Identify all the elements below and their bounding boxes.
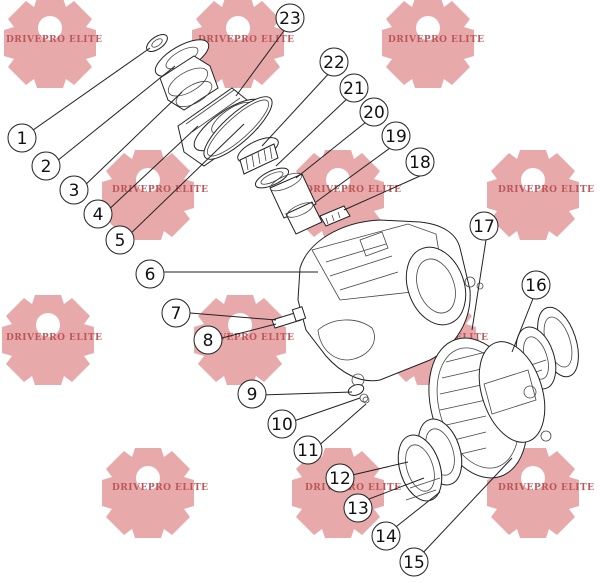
svg-text:14: 14 xyxy=(375,527,397,547)
callout-4: 4 xyxy=(83,199,113,229)
watermark-label: DRIVEPRO ELITE xyxy=(388,35,485,45)
callout-3: 3 xyxy=(59,175,89,205)
watermark-label: DRIVEPRO ELITE xyxy=(498,185,595,195)
watermark-label: DRIVEPRO ELITE xyxy=(305,185,402,195)
callout-23: 23 xyxy=(275,3,305,33)
callout-19: 19 xyxy=(381,121,411,151)
callout-1: 1 xyxy=(7,123,37,153)
callout-21: 21 xyxy=(339,73,369,103)
parts-layer xyxy=(146,34,579,502)
callout-13: 13 xyxy=(343,493,373,523)
watermark-gear xyxy=(487,150,579,240)
svg-text:2: 2 xyxy=(41,157,52,177)
part-spacer-ring xyxy=(254,167,290,189)
part-pinion-shaft xyxy=(319,205,351,227)
svg-text:21: 21 xyxy=(343,79,365,99)
svg-text:23: 23 xyxy=(279,9,301,29)
svg-text:4: 4 xyxy=(93,205,104,225)
svg-text:18: 18 xyxy=(409,153,431,173)
part-nut xyxy=(146,34,168,52)
callout-16: 16 xyxy=(521,270,551,300)
callout-9: 9 xyxy=(237,379,267,409)
watermark-label: DRIVEPRO ELITE xyxy=(6,35,103,45)
part-drain-plug xyxy=(347,384,369,403)
part-o-ring xyxy=(203,96,273,160)
svg-text:8: 8 xyxy=(203,331,214,351)
callout-11: 11 xyxy=(293,435,323,465)
callout-17: 17 xyxy=(469,211,499,241)
watermark-label: DRIVEPRO ELITE xyxy=(6,333,103,343)
callout-6: 6 xyxy=(135,259,165,289)
callout-7: 7 xyxy=(161,298,191,328)
svg-text:11: 11 xyxy=(297,441,319,461)
svg-text:1: 1 xyxy=(17,129,28,149)
callout-22: 22 xyxy=(319,47,349,77)
svg-text:22: 22 xyxy=(323,53,345,73)
watermark-label: DRIVEPRO ELITE xyxy=(198,35,295,45)
svg-text:20: 20 xyxy=(363,103,385,123)
watermark-label: DRIVEPRO ELITE xyxy=(198,333,295,343)
svg-text:16: 16 xyxy=(525,276,547,296)
part-small-pin xyxy=(362,282,484,404)
svg-text:12: 12 xyxy=(329,469,351,489)
watermark-label: DRIVEPRO ELITE xyxy=(498,483,595,493)
svg-text:10: 10 xyxy=(271,415,293,435)
watermark-label: DRIVEPRO ELITE xyxy=(112,185,209,195)
svg-text:5: 5 xyxy=(115,231,126,251)
callout-10: 10 xyxy=(267,409,297,439)
leader-lines xyxy=(25,27,535,557)
svg-text:7: 7 xyxy=(171,304,182,324)
svg-text:6: 6 xyxy=(145,265,156,285)
callout-2: 2 xyxy=(31,151,61,181)
svg-text:17: 17 xyxy=(473,217,495,237)
part-left-bearing-set xyxy=(397,418,463,502)
watermark-gear xyxy=(102,448,194,538)
svg-text:13: 13 xyxy=(347,499,369,519)
callout-5: 5 xyxy=(105,225,135,255)
callout-bubbles: 1 2 3 4 5 6 7 8 xyxy=(7,3,551,577)
callout-20: 20 xyxy=(359,97,389,127)
part-tapered-bearing xyxy=(237,137,279,175)
part-bolt xyxy=(271,306,307,329)
callout-14: 14 xyxy=(371,521,401,551)
svg-text:15: 15 xyxy=(403,553,425,573)
part-flange xyxy=(159,55,219,111)
callout-8: 8 xyxy=(193,325,223,355)
part-housing xyxy=(297,219,476,387)
svg-text:9: 9 xyxy=(247,385,258,405)
watermark-label: DRIVEPRO ELITE xyxy=(112,483,209,493)
watermark-layer: DRIVEPRO ELITE DRIVEPRO ELITE DRIVEPRO E… xyxy=(2,0,595,538)
watermark-label: DRIVEPRO ELITE xyxy=(305,483,402,493)
callout-15: 15 xyxy=(399,547,429,577)
svg-text:19: 19 xyxy=(385,127,407,147)
part-bearing-cone xyxy=(285,201,323,235)
callout-18: 18 xyxy=(405,147,435,177)
svg-text:3: 3 xyxy=(69,181,80,201)
callout-12: 12 xyxy=(325,463,355,493)
